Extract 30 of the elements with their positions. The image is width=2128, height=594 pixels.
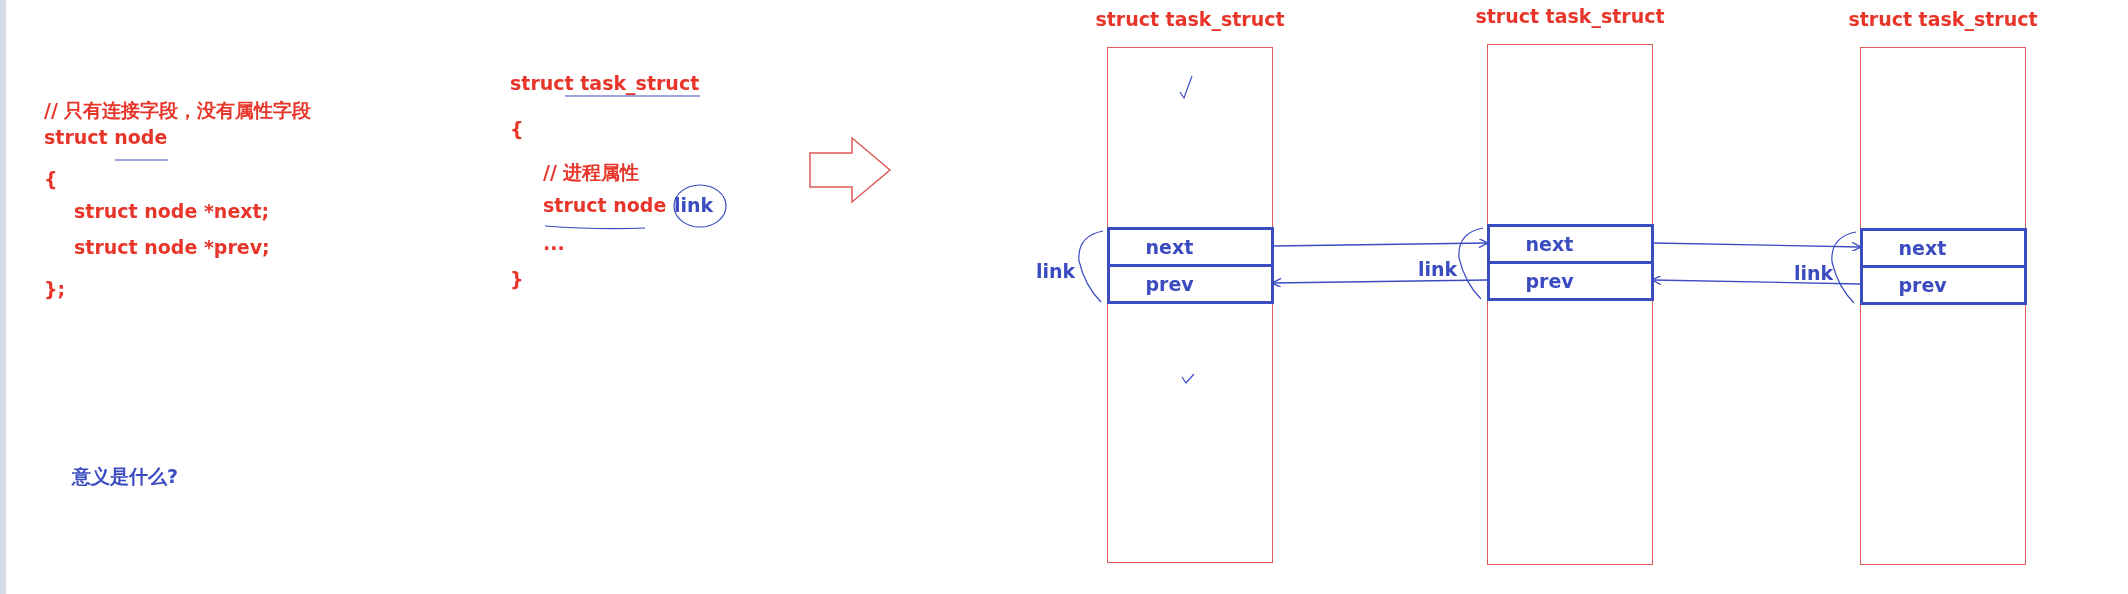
- arrow: [1272, 237, 1489, 249]
- code-text: struct node: [543, 194, 667, 216]
- arrow: [1271, 277, 1488, 289]
- code-text: struct task_struct: [510, 72, 700, 94]
- note-text: 意义是什么?: [72, 464, 179, 489]
- field-cell: next: [1859, 228, 2027, 268]
- code-text: struct node *next;: [74, 200, 270, 222]
- arrow: [1652, 241, 1862, 252]
- field-cell: prev: [1486, 261, 1654, 301]
- code-text: ...: [543, 232, 565, 254]
- code-text: // 进程属性: [543, 160, 640, 185]
- code-text: {: [44, 168, 58, 190]
- field-cell: prev: [1106, 264, 1274, 304]
- struct-heading: struct task_struct: [1474, 5, 1666, 27]
- code-text: struct node: [44, 126, 168, 148]
- code-text: }: [510, 268, 524, 290]
- note-text: link: [1794, 262, 1834, 284]
- field-cell: prev: [1859, 265, 2027, 305]
- code-text: // 只有连接字段，没有属性字段: [44, 98, 312, 123]
- note-text: link: [1418, 258, 1458, 280]
- code-text: };: [44, 278, 66, 300]
- note-text: link: [674, 194, 714, 216]
- field-cell: next: [1106, 227, 1274, 267]
- struct-heading: struct task_struct: [1094, 8, 1286, 30]
- code-text: struct node *prev;: [74, 236, 270, 258]
- arrow: [1651, 275, 1861, 286]
- note-text: link: [1036, 260, 1076, 282]
- code-text: {: [510, 118, 524, 140]
- struct-heading: struct task_struct: [1847, 8, 2039, 30]
- field-cell: next: [1486, 224, 1654, 264]
